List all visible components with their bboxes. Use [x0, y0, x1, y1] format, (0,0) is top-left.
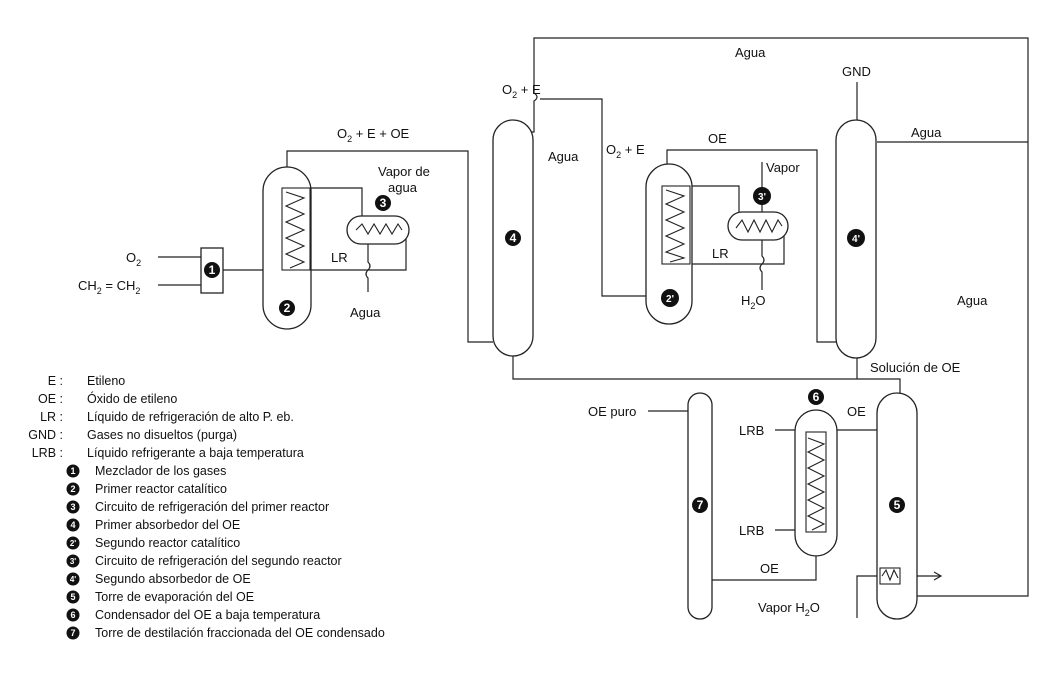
- coils: [281, 185, 901, 585]
- label-agua-absorber-4: Agua: [548, 149, 579, 164]
- badge-4-prime: 4': [852, 234, 860, 245]
- vessels: [200, 119, 918, 620]
- legend-units: 1 Mezclador de los gases 2 Primer reacto…: [66, 464, 385, 640]
- badge-5: 5: [894, 498, 901, 512]
- legend: E : Etileno OE : Óxido de etileno LR : L…: [28, 374, 385, 640]
- legend-unit-badge: 4: [70, 520, 75, 530]
- badge-3: 3: [380, 196, 387, 210]
- legend-unit-text: Segundo reactor catalítico: [95, 536, 240, 550]
- label-agua-top: Agua: [735, 45, 766, 60]
- legend-abbrev-key: GND :: [28, 428, 63, 442]
- label-oe-top: OE: [708, 131, 727, 146]
- label-o2-e-mid: O2 + E: [606, 142, 645, 160]
- label-lrb-2: LRB: [739, 523, 764, 538]
- legend-unit-badge: 3: [70, 502, 75, 512]
- label-h2o: H2O: [741, 293, 766, 311]
- label-oe-to-condenser: OE: [847, 404, 866, 419]
- legend-unit-badge: 7: [70, 628, 75, 638]
- legend-unit-badge: 2': [70, 539, 76, 548]
- legend-unit-text: Torre de evaporación del OE: [95, 590, 254, 604]
- legend-abbrev-text: Líquido de refrigeración de alto P. eb.: [87, 410, 294, 424]
- legend-unit-text: Circuito de refrigeración del segundo re…: [95, 554, 342, 568]
- legend-unit-text: Circuito de refrigeración del primer rea…: [95, 500, 329, 514]
- reactor-2-prime: [645, 163, 693, 325]
- label-agua-right-top: Agua: [911, 125, 942, 140]
- stream-labels: O2 CH2 = CH2 O2 + E + OE O2 + E O2 + E A…: [78, 45, 988, 618]
- legend-abbrev-text: Etileno: [87, 374, 125, 388]
- label-oe-bottom: OE: [760, 561, 779, 576]
- legend-unit-text: Primer absorbedor del OE: [95, 518, 240, 532]
- legend-abbreviations: E : Etileno OE : Óxido de etileno LR : L…: [28, 374, 304, 460]
- label-vapor-de: Vapor de: [378, 164, 430, 179]
- unit-badges: 1 2 3 4 2' 3' 4' 5 6 7: [204, 187, 905, 513]
- badge-2-prime: 2': [666, 294, 674, 305]
- legend-abbrev-text: Óxido de etileno: [87, 391, 177, 406]
- legend-unit-text: Condensador del OE a baja temperatura: [95, 608, 320, 622]
- piping: [158, 37, 1029, 618]
- badge-7: 7: [697, 498, 704, 512]
- legend-unit-badge: 2: [70, 484, 75, 494]
- legend-unit-text: Mezclador de los gases: [95, 464, 226, 478]
- legend-unit-badge: 6: [70, 610, 75, 620]
- label-ethylene-feed: CH2 = CH2: [78, 278, 140, 296]
- label-o2-e-oe: O2 + E + OE: [337, 126, 410, 144]
- reactor-2: [262, 166, 312, 330]
- badge-4: 4: [510, 231, 517, 245]
- legend-unit-text: Segundo absorbedor de OE: [95, 572, 251, 586]
- badge-2: 2: [284, 301, 291, 315]
- label-oe-puro: OE puro: [588, 404, 636, 419]
- legend-unit-text: Primer reactor catalítico: [95, 482, 227, 496]
- badge-1: 1: [209, 263, 216, 277]
- legend-abbrev-key: OE :: [38, 392, 63, 406]
- legend-abbrev-key: LRB :: [32, 446, 63, 460]
- legend-abbrev-key: LR :: [40, 410, 63, 424]
- label-lr-1: LR: [331, 250, 348, 265]
- label-vapor-2: Vapor: [766, 160, 800, 175]
- label-o2-feed: O2: [126, 250, 141, 268]
- badge-3-prime: 3': [758, 192, 766, 203]
- legend-unit-badge: 1: [70, 466, 75, 476]
- label-lr-2: LR: [712, 246, 729, 261]
- legend-unit-badge: 5: [70, 592, 75, 602]
- legend-abbrev-key: E :: [48, 374, 63, 388]
- label-solucion-oe: Solución de OE: [870, 360, 961, 375]
- legend-abbrev-text: Líquido refrigerante a baja temperatura: [87, 446, 304, 460]
- label-gnd: GND: [842, 64, 871, 79]
- legend-unit-text: Torre de destilación fraccionada del OE …: [95, 626, 385, 640]
- legend-abbrev-text: Gases no disueltos (purga): [87, 428, 237, 442]
- label-vapor-h2o: Vapor H2O: [758, 600, 820, 618]
- label-lrb-1: LRB: [739, 423, 764, 438]
- cooler-3-prime: [727, 211, 789, 241]
- label-agua-reactor-2: Agua: [350, 305, 381, 320]
- legend-unit-badge: 4': [70, 575, 76, 584]
- label-agua-vapor: agua: [388, 180, 418, 195]
- legend-unit-badge: 3': [70, 557, 76, 566]
- badge-6: 6: [813, 390, 820, 404]
- label-agua-right: Agua: [957, 293, 988, 308]
- label-o2-e-top: O2 + E: [502, 82, 541, 100]
